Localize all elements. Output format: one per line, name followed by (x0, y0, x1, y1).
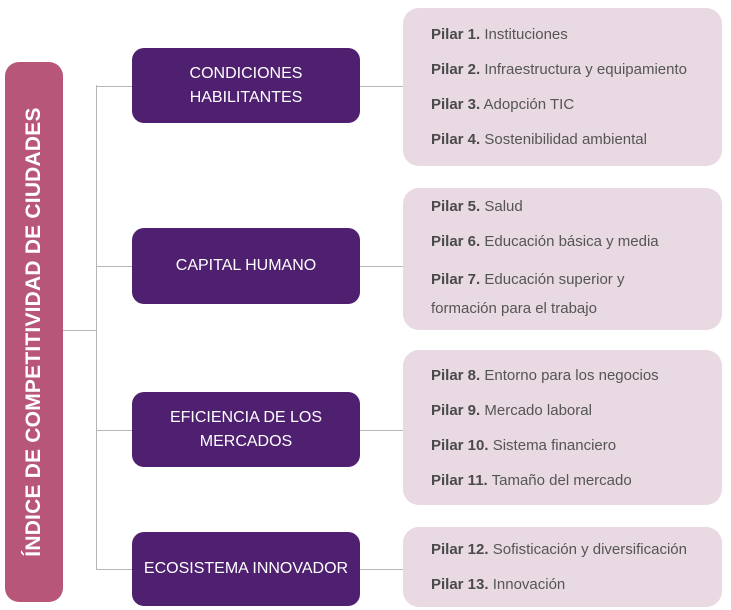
category-box: ECOSISTEMA INNOVADOR (132, 532, 360, 606)
pillar-item: Pilar 12. Sofisticación y diversificació… (431, 538, 712, 561)
pillar-name: Educación básica y media (484, 233, 659, 250)
pillar-number: Pilar 9. (431, 401, 481, 419)
connector (96, 430, 132, 431)
index-title: ÍNDICE DE COMPETITIVIDAD DE CIUDADES (22, 107, 45, 557)
pillar-name: Sistema financiero (492, 436, 617, 454)
pillar-number: Pilar 4. (431, 131, 481, 148)
category-box: CONDICIONES HABILITANTES (132, 48, 360, 123)
connector (63, 330, 97, 331)
connector (96, 266, 132, 267)
pillars-panel: Pilar 12. Sofisticación y diversificació… (403, 527, 722, 607)
connector (96, 85, 97, 569)
pillar-item: Pilar 1. Instituciones (431, 23, 712, 46)
pillar-name: Entorno para los negocios (484, 366, 659, 384)
category-label: CAPITAL HUMANO (175, 257, 317, 274)
pillar-item: Pilar 10. Sistema financiero (431, 434, 712, 457)
pillar-number: Pilar 5. (431, 198, 481, 215)
connector (96, 86, 132, 87)
pillar-name: Instituciones (484, 26, 568, 43)
pillar-name: Tamaño del mercado (491, 471, 632, 489)
connector (360, 430, 403, 431)
pillar-item: Pilar 11. Tamaño del mercado (431, 469, 712, 492)
category-box: EFICIENCIA DE LOS MERCADOS (132, 392, 360, 467)
pillar-number: Pilar 2. (431, 61, 481, 78)
category-label: CONDICIONES HABILITANTES (189, 64, 303, 106)
pillar-item: Pilar 8. Entorno para los negocios (431, 364, 712, 387)
pillar-item: Pilar 9. Mercado laboral (431, 399, 712, 422)
connector (360, 86, 403, 87)
pillar-name: Infraestructura y equipamiento (484, 61, 687, 78)
pillar-item: Pilar 4. Sostenibilidad ambiental (431, 128, 712, 151)
category-box: CAPITAL HUMANO (132, 228, 360, 304)
pillar-number: Pilar 6. (431, 233, 481, 250)
pillar-item: Pilar 2. Infraestructura y equipamiento (431, 58, 712, 81)
pillar-name: Mercado laboral (484, 401, 592, 419)
pillar-item: Pilar 5. Salud (431, 195, 712, 218)
pillar-number: Pilar 12. (431, 541, 489, 558)
pillar-name: Adopción TIC (483, 96, 575, 113)
pillar-number: Pilar 7. (431, 271, 481, 288)
category-label: ECOSISTEMA INNOVADOR (143, 560, 349, 577)
index-title-bar: ÍNDICE DE COMPETITIVIDAD DE CIUDADES (5, 62, 63, 602)
pillar-number: Pilar 13. (431, 576, 489, 593)
pillar-name: Educación superior y formación para el t… (431, 271, 625, 317)
pillar-item: Pilar 7. Educación superior y formación … (431, 265, 646, 323)
pillar-name: Salud (484, 198, 523, 215)
pillar-number: Pilar 1. (431, 26, 481, 43)
pillar-name: Innovación (492, 576, 566, 593)
connector (360, 569, 403, 570)
pillar-number: Pilar 10. (431, 436, 489, 454)
pillar-item: Pilar 3. Adopción TIC (431, 93, 712, 116)
category-label: EFICIENCIA DE LOS MERCADOS (169, 408, 323, 450)
pillar-name: Sostenibilidad ambiental (484, 131, 647, 148)
pillar-number: Pilar 3. (431, 96, 481, 113)
pillar-number: Pilar 8. (431, 366, 481, 384)
pillar-number: Pilar 11. (431, 471, 488, 489)
pillar-item: Pilar 6. Educación básica y media (431, 230, 712, 253)
connector (360, 266, 403, 267)
pillar-name: Sofisticación y diversificación (492, 541, 687, 558)
connector (96, 569, 132, 570)
pillar-item: Pilar 13. Innovación (431, 573, 712, 596)
